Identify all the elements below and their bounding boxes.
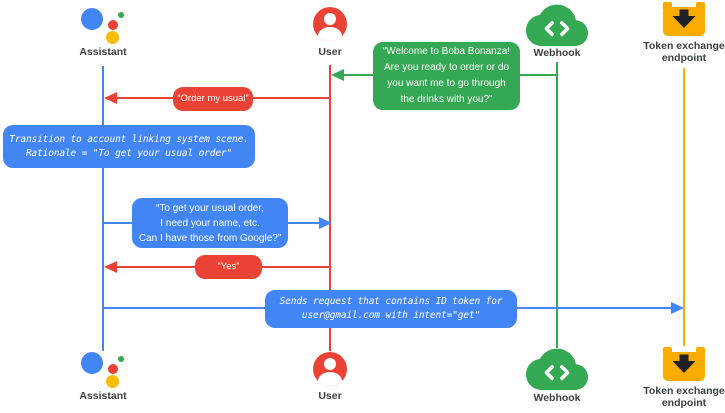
user-label-bottom: User — [318, 390, 342, 402]
assistant-red-dot — [108, 20, 118, 30]
assistant-green-dot — [118, 356, 124, 362]
assistant-label-top: Assistant — [79, 46, 127, 58]
assistant-yellow-dot — [106, 375, 119, 388]
user-lifeline — [329, 65, 331, 351]
token-endpoint-icon — [663, 2, 705, 41]
assistant-blue-dot — [81, 352, 103, 374]
assistant-green-dot — [118, 12, 124, 18]
webhook-label-bottom: Webhook — [533, 392, 581, 404]
assistant-blue-dot — [81, 8, 103, 30]
transition-note: Transition to account linking system sce… — [3, 125, 255, 168]
webhook-lifeline — [556, 62, 558, 348]
order-bubble: “Order my usual” — [173, 87, 253, 111]
ask-info-bubble: “To get your usual order, I need your na… — [132, 198, 288, 248]
assistant-label-bottom: Assistant — [79, 390, 127, 402]
webhook-label-top: Webhook — [533, 47, 581, 59]
welcome-bubble: “Welcome to Boba Bonanza! Are you ready … — [373, 42, 520, 110]
user-body-shape — [318, 27, 342, 41]
ask-info-arrowhead-icon — [319, 217, 332, 229]
user-head-shape — [324, 13, 336, 25]
assistant-red-dot — [108, 364, 118, 374]
assistant-lifeline — [102, 66, 104, 351]
user-icon — [313, 7, 347, 41]
webhook-cloud-icon-bottom — [526, 346, 588, 395]
send-request-note: Sends request that contains ID token for… — [265, 290, 517, 328]
assistant-yellow-dot — [106, 31, 119, 44]
token-endpoint-label-top: Token exchange endpoint — [643, 40, 725, 64]
yes-arrowhead-icon — [104, 261, 117, 273]
assistant-logo-icon — [80, 8, 127, 46]
order-arrowhead-icon — [104, 92, 117, 104]
user-label-top: User — [318, 46, 342, 58]
yes-bubble: “Yes” — [195, 255, 262, 279]
user-icon-bottom — [313, 352, 347, 386]
user-body-shape — [318, 372, 342, 386]
assistant-logo-icon-bottom — [80, 352, 127, 390]
welcome-arrowhead-icon — [331, 69, 344, 81]
token-endpoint-label-bottom: Token exchange endpoint — [643, 385, 725, 409]
token-endpoint-icon-bottom — [663, 347, 705, 386]
token-endpoint-lifeline — [683, 68, 685, 346]
webhook-cloud-icon — [526, 2, 588, 51]
user-head-shape — [324, 358, 336, 370]
send-request-arrowhead-icon — [671, 302, 684, 314]
